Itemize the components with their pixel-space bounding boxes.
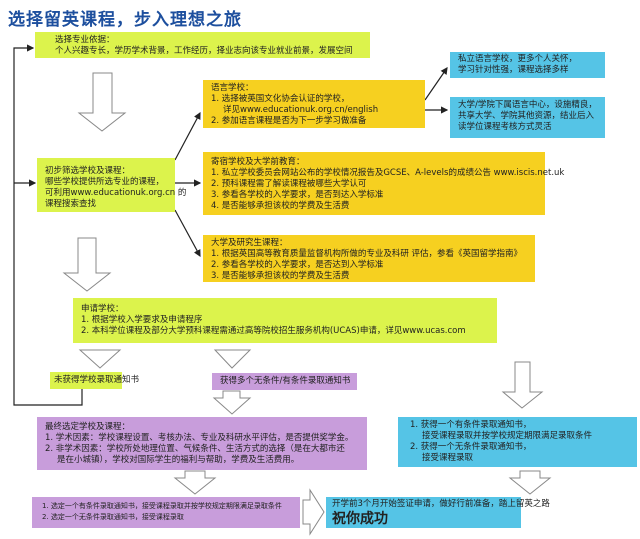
box-heading: 语言学校： — [211, 83, 254, 93]
apply-school-box: 申请学校： 1. 根据学校入学要求及申请程序 2. 本科学位课程及部分大学预科课… — [73, 298, 497, 343]
multiple-offers-box: 获得多个无条件/有条件录取通知书 — [212, 373, 357, 390]
university-language-box: 大学/学院下属语言中心，设施精良， 共享大学、学院其他资源，结业后入 读学位课程… — [450, 97, 605, 138]
box-line: 读学位课程考核方式灵活 — [458, 122, 552, 132]
hollow-arrow-down-icon — [212, 390, 252, 415]
box-line: 1. 根据英国高等教育质量监督机构所做的专业及科研 评估，参看《英国留学指南》 — [211, 249, 523, 259]
box-line: 接受课程录取并按学校规定期限满足录取条件 — [422, 431, 593, 441]
major-basis-box: 选择专业依据： 个人兴趣专长，学历学术背景，工作经历，择业志向该专业就业前景，发… — [35, 32, 370, 58]
box-line: 3. 参看各学校的入学要求，是否到达入学标准 — [211, 190, 384, 200]
box-line: 可利用www.educationuk.org.cn 的 — [45, 188, 187, 198]
hollow-arrow-right-icon — [302, 488, 325, 536]
box-line: 2. 参看各学校的入学要求，是否达到入学标准 — [211, 260, 384, 270]
box-line: 2. 非学术因素：学校所处地理位置、气候条件、生活方式的选择（是在大都市还 — [45, 444, 345, 454]
box-line: 课程搜索查找 — [45, 199, 97, 209]
box-line: 未获得学校录取通知书 — [54, 375, 140, 385]
box-line: 哪些学校提供所选专业的课程， — [45, 177, 165, 187]
hollow-arrow-down-icon — [508, 470, 552, 495]
box-line: 接受课程录取 — [422, 453, 474, 463]
box-line: 共享大学、学院其他资源，结业后入 — [458, 111, 595, 121]
single-offer-box: 1. 获得一个有条件录取通知书， 接受课程录取并按学校规定期限满足录取条件 2.… — [398, 417, 637, 467]
private-language-box: 私立语言学校，更多个人关怀， 学习针对性强，课程选择多样 — [450, 52, 605, 78]
box-line: 学习针对性强，课程选择多样 — [458, 65, 569, 75]
no-offer-box: 未获得学校录取通知书 — [50, 372, 140, 389]
box-line: 4. 是否能够承担该校的学费及生活费 — [211, 201, 350, 211]
arrow-to-language — [174, 111, 201, 161]
select-offer-box: 1. 选定一个有条件录取通知书，接受课程录取并按学校规定期限满足录取条件 2. … — [32, 497, 300, 528]
visa-success-box: 开学前3个月开始签证申请，做好行前准备，踏上留英之路 祝你成功 — [326, 497, 550, 528]
box-heading: 大学及研究生课程： — [211, 238, 288, 248]
box-line: 1. 学术因素：学校课程设置、考核办法、专业及科研水平评估，是否提供奖学金。 — [45, 433, 354, 443]
university-course-box: 大学及研究生课程： 1. 根据英国高等教育质量监督机构所做的专业及科研 评估，参… — [203, 235, 535, 282]
success-text: 祝你成功 — [332, 511, 388, 527]
boarding-school-box: 寄宿学校及大学前教育： 1. 私立学校委员会网站公布的学校情况报告及GCSE、A… — [203, 152, 565, 215]
screening-box: 初步筛选学校及课程： 哪些学校提供所选专业的课程， 可利用www.educati… — [37, 158, 187, 212]
box-line: 初步筛选学校及课程： — [45, 166, 131, 176]
box-line: 1. 根据学校入学要求及申请程序 — [81, 315, 203, 325]
box-heading: 申请学校： — [81, 304, 124, 314]
box-line: 2. 参加语言课程是否为下一步学习做准备 — [211, 116, 367, 126]
box-line: 开学前3个月开始签证申请，做好行前准备，踏上留英之路 — [332, 499, 550, 509]
loop-line — [13, 44, 83, 406]
box-line: 个人兴趣专长，学历学术背景，工作经历，择业志向该专业就业前景，发展空间 — [55, 46, 353, 56]
box-line: 1. 选择被英国文化协会认证的学校， — [211, 94, 350, 104]
box-heading: 选择专业依据： — [55, 35, 115, 45]
box-line: 大学/学院下属语言中心，设施精良， — [458, 100, 597, 110]
box-line: 获得多个无条件/有条件录取通知书 — [220, 376, 351, 386]
page-title: 选择留英课程，步入理想之旅 — [8, 10, 242, 30]
hollow-arrow-down-icon — [213, 349, 252, 369]
box-line: 2. 获得一个无条件录取通知书， — [410, 442, 532, 452]
hollow-arrow-down-icon — [77, 72, 127, 132]
box-line: 2. 预科课程需了解读课程被哪些大学认可 — [211, 179, 367, 189]
box-line: 3. 是否能够承担该校的学费及生活费 — [211, 271, 350, 281]
box-line: 2. 本科学位课程及部分大学预科课程需通过高等院校招生服务机构(UCAS)申请，… — [81, 326, 466, 336]
hollow-arrow-down-icon — [78, 349, 122, 369]
box-heading: 最终选定学校及课程： — [45, 422, 131, 432]
hollow-arrow-down-icon — [173, 470, 217, 495]
box-line: 2. 选定一个无条件录取通知书，接受课程录取 — [42, 513, 184, 521]
box-line: 详见www.educationuk.org.cn/english — [223, 105, 379, 115]
box-heading: 寄宿学校及大学前教育： — [211, 157, 305, 167]
box-line: 私立语言学校，更多个人关怀， — [458, 54, 578, 64]
arrow-to-private-lang — [424, 67, 448, 101]
box-line: 1. 获得一个有条件录取通知书， — [410, 420, 532, 430]
language-school-box: 语言学校： 1. 选择被英国文化协会认证的学校， 详见www.education… — [203, 80, 425, 128]
hollow-arrow-down-icon — [501, 361, 544, 409]
box-line: 1. 私立学校委员会网站公布的学校情况报告及GCSE、A-levels的成绩公告… — [211, 168, 565, 178]
box-line: 1. 选定一个有条件录取通知书，接受课程录取并按学校规定期限满足录取条件 — [42, 502, 282, 510]
box-line: 是在小城镇），学校对国际学生的福利与帮助，学费及生活费用。 — [57, 455, 300, 465]
hollow-arrow-down-icon — [62, 237, 112, 292]
final-choice-box: 最终选定学校及课程： 1. 学术因素：学校课程设置、考核办法、专业及科研水平评估… — [37, 417, 367, 470]
arrow-to-university — [174, 209, 201, 258]
